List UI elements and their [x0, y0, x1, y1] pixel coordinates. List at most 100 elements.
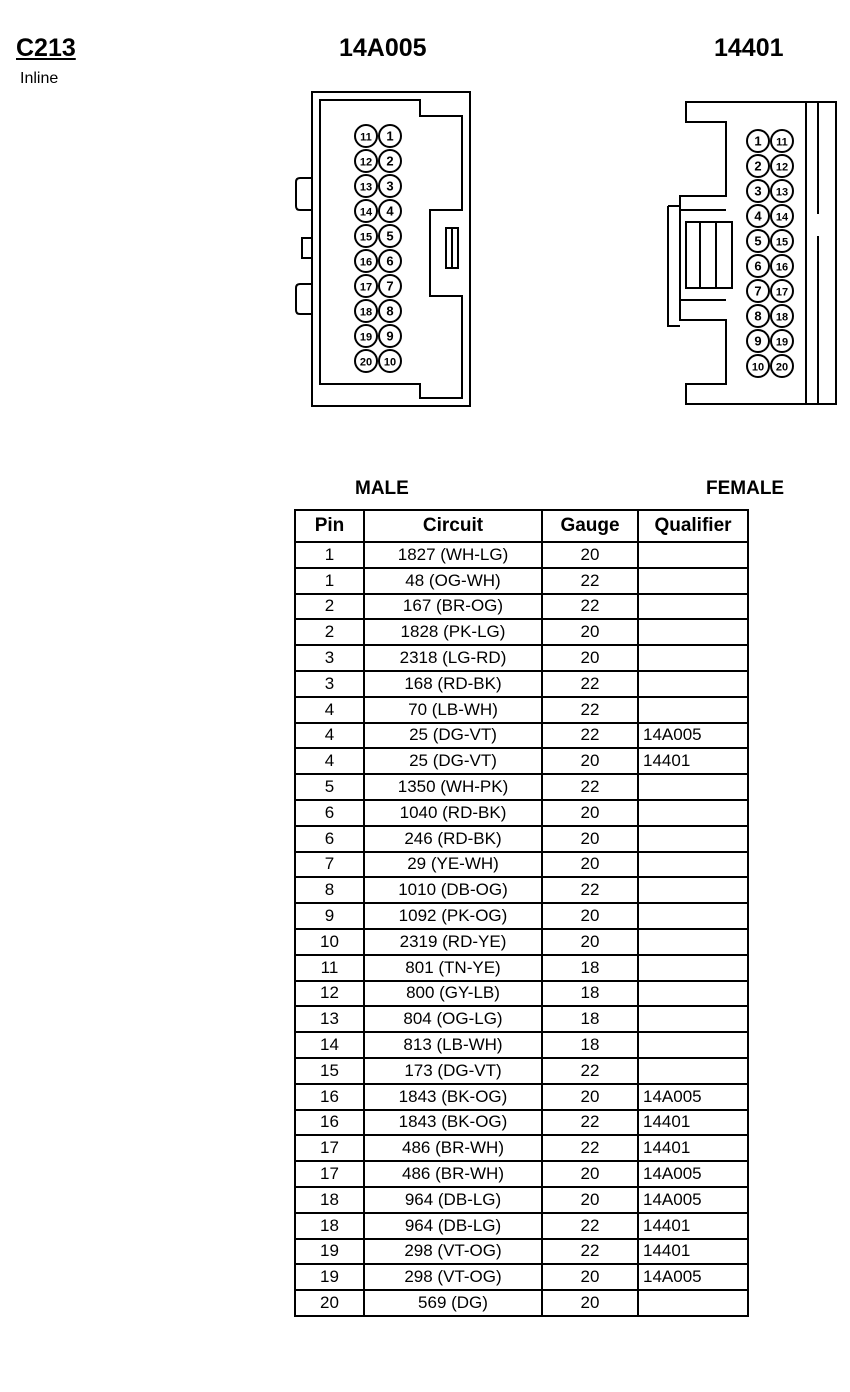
cell-circuit: 1350 (WH-PK) [363, 773, 543, 801]
pin-number: 8 [386, 304, 393, 319]
cell-gauge: 22 [541, 1134, 639, 1163]
pin-cavity [746, 254, 770, 278]
cell-circuit: 298 (VT-OG) [363, 1263, 543, 1292]
cell-qualifier: 14A005 [637, 1263, 749, 1292]
pin-cavity [378, 349, 402, 373]
cell-pin: 2 [294, 618, 365, 647]
cell-circuit: 486 (BR-WH) [363, 1160, 543, 1188]
pin-cavity [378, 299, 402, 323]
pin-cavity [354, 224, 378, 248]
pin-number: 4 [754, 209, 762, 224]
cell-circuit: 167 (BR-OG) [363, 592, 543, 621]
cell-gauge: 20 [541, 850, 639, 879]
pin-number: 11 [776, 137, 788, 149]
cell-qualifier [637, 824, 749, 853]
pin-cavity [770, 354, 794, 378]
pin-cavity [770, 129, 794, 153]
header-qualifier: Qualifier [637, 509, 749, 543]
cell-gauge: 18 [541, 953, 639, 982]
cell-circuit: 2318 (LG-RD) [363, 644, 543, 672]
male-latch-top [295, 177, 312, 211]
cell-pin: 3 [294, 669, 365, 698]
pin-number: 9 [386, 329, 393, 344]
cell-circuit: 569 (DG) [363, 1289, 543, 1317]
pin-cavity [354, 199, 378, 223]
cell-circuit: 48 (OG-WH) [363, 566, 543, 595]
pin-cavity [746, 229, 770, 253]
cell-gauge: 20 [541, 1263, 639, 1292]
cell-circuit: 800 (GY-LB) [363, 979, 543, 1008]
pin-cavity [378, 249, 402, 273]
cell-pin: 6 [294, 824, 365, 853]
cell-gauge: 22 [541, 773, 639, 801]
cell-qualifier [637, 1005, 749, 1034]
male-latch-bottom [295, 283, 312, 315]
cell-pin: 19 [294, 1237, 365, 1266]
pin-number: 19 [360, 332, 372, 344]
pin-number: 9 [754, 334, 761, 349]
cell-gauge: 22 [541, 721, 639, 750]
female-body-contour [679, 101, 736, 405]
pin-cavity [746, 329, 770, 353]
pin-number: 15 [360, 232, 372, 244]
cell-circuit: 173 (DG-VT) [363, 1056, 543, 1085]
cell-qualifier: 14A005 [637, 1160, 749, 1188]
pin-number: 12 [360, 157, 372, 169]
connector-subtitle: Inline [20, 70, 59, 87]
pin-cavity [746, 204, 770, 228]
female-label: FEMALE [706, 478, 785, 499]
pin-number: 13 [360, 182, 372, 194]
cell-qualifier [637, 798, 749, 827]
cell-pin: 1 [294, 566, 365, 595]
male-shell-outer [311, 91, 471, 407]
pin-number: 18 [360, 307, 372, 319]
pin-number: 16 [776, 262, 788, 274]
pin-cavity [770, 179, 794, 203]
cell-pin: 17 [294, 1134, 365, 1163]
cell-pin: 18 [294, 1185, 365, 1214]
cell-circuit: 168 (RD-BK) [363, 669, 543, 698]
pin-cavity [354, 274, 378, 298]
cell-pin: 4 [294, 747, 365, 776]
pin-cavity [746, 354, 770, 378]
cell-pin: 6 [294, 798, 365, 827]
pin-cavity [354, 149, 378, 173]
cell-circuit: 1010 (DB-OG) [363, 876, 543, 905]
connector-id: C213 [16, 34, 76, 62]
cell-gauge: 20 [541, 618, 639, 647]
cell-gauge: 22 [541, 592, 639, 621]
pin-number: 20 [776, 362, 788, 374]
header-gauge: Gauge [541, 509, 639, 543]
pin-number: 16 [360, 257, 372, 269]
pin-number: 1 [386, 129, 393, 144]
cell-gauge: 22 [541, 1056, 639, 1085]
pin-cavity [746, 179, 770, 203]
cell-qualifier [637, 953, 749, 982]
cell-qualifier [637, 566, 749, 595]
pin-number: 7 [386, 279, 393, 294]
cell-circuit: 25 (DG-VT) [363, 747, 543, 776]
cell-qualifier [637, 1289, 749, 1317]
pin-cavity [746, 279, 770, 303]
cell-qualifier [637, 902, 749, 930]
pin-number: 19 [776, 337, 788, 349]
cell-pin: 14 [294, 1031, 365, 1059]
cell-qualifier: 14A005 [637, 721, 749, 750]
cell-qualifier [637, 1056, 749, 1085]
